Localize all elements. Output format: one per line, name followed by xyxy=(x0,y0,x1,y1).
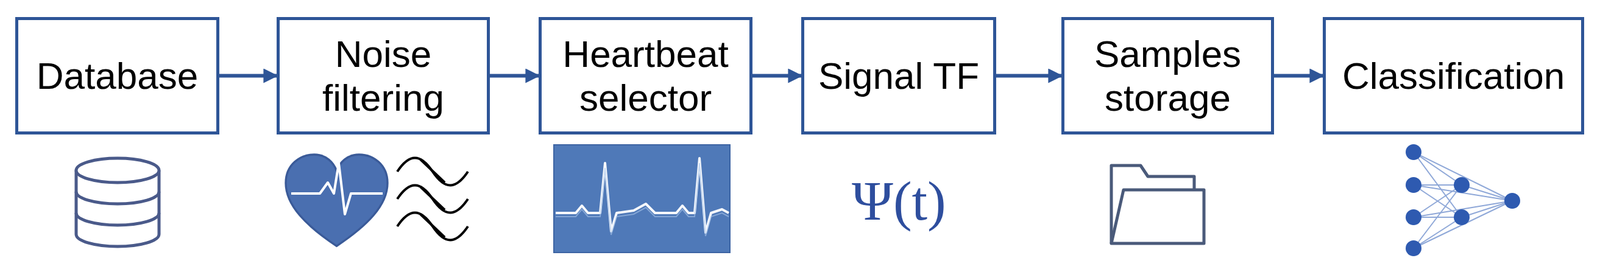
box-label: Noise filtering xyxy=(279,32,487,120)
network-link xyxy=(1413,185,1462,218)
flow-arrow xyxy=(219,74,277,78)
network-neuron xyxy=(1405,209,1422,226)
network-link xyxy=(1413,185,1462,218)
network-link xyxy=(1461,185,1513,202)
network-link xyxy=(1413,201,1513,249)
noise-waves xyxy=(397,158,468,241)
network-neuron xyxy=(1405,144,1422,161)
ecg-image xyxy=(553,145,730,253)
network-neuron xyxy=(1405,240,1422,257)
process-box: Signal TF xyxy=(801,17,997,135)
box-label: Heartbeat selector xyxy=(541,32,750,120)
folder-icon xyxy=(1111,165,1204,244)
network-link xyxy=(1461,201,1513,218)
database-icon xyxy=(76,158,160,247)
flow-arrow xyxy=(996,74,1062,78)
network-neuron xyxy=(1453,209,1470,226)
process-box: Noise filtering xyxy=(276,17,490,135)
flow-arrow xyxy=(752,74,802,78)
network-link xyxy=(1413,217,1462,249)
wavelet-symbol: Ψ(t) xyxy=(851,173,947,230)
box-label: Signal TF xyxy=(812,54,986,98)
flow-arrow xyxy=(489,74,539,78)
box-label: Classification xyxy=(1336,54,1571,98)
heart-icon xyxy=(285,154,388,247)
process-box: Classification xyxy=(1322,17,1585,135)
network-neuron xyxy=(1453,177,1470,194)
process-box: Samples storage xyxy=(1061,17,1275,135)
process-box: Heartbeat selector xyxy=(538,17,753,135)
neural-network-icon xyxy=(1405,144,1521,257)
network-link xyxy=(1413,152,1513,202)
network-neuron xyxy=(1504,193,1521,209)
network-neuron xyxy=(1405,177,1422,194)
box-label: Database xyxy=(30,54,205,98)
box-label: Samples storage xyxy=(1064,32,1271,120)
network-link xyxy=(1413,152,1462,186)
flow-arrow xyxy=(1274,74,1323,78)
process-box: Database xyxy=(15,17,220,135)
